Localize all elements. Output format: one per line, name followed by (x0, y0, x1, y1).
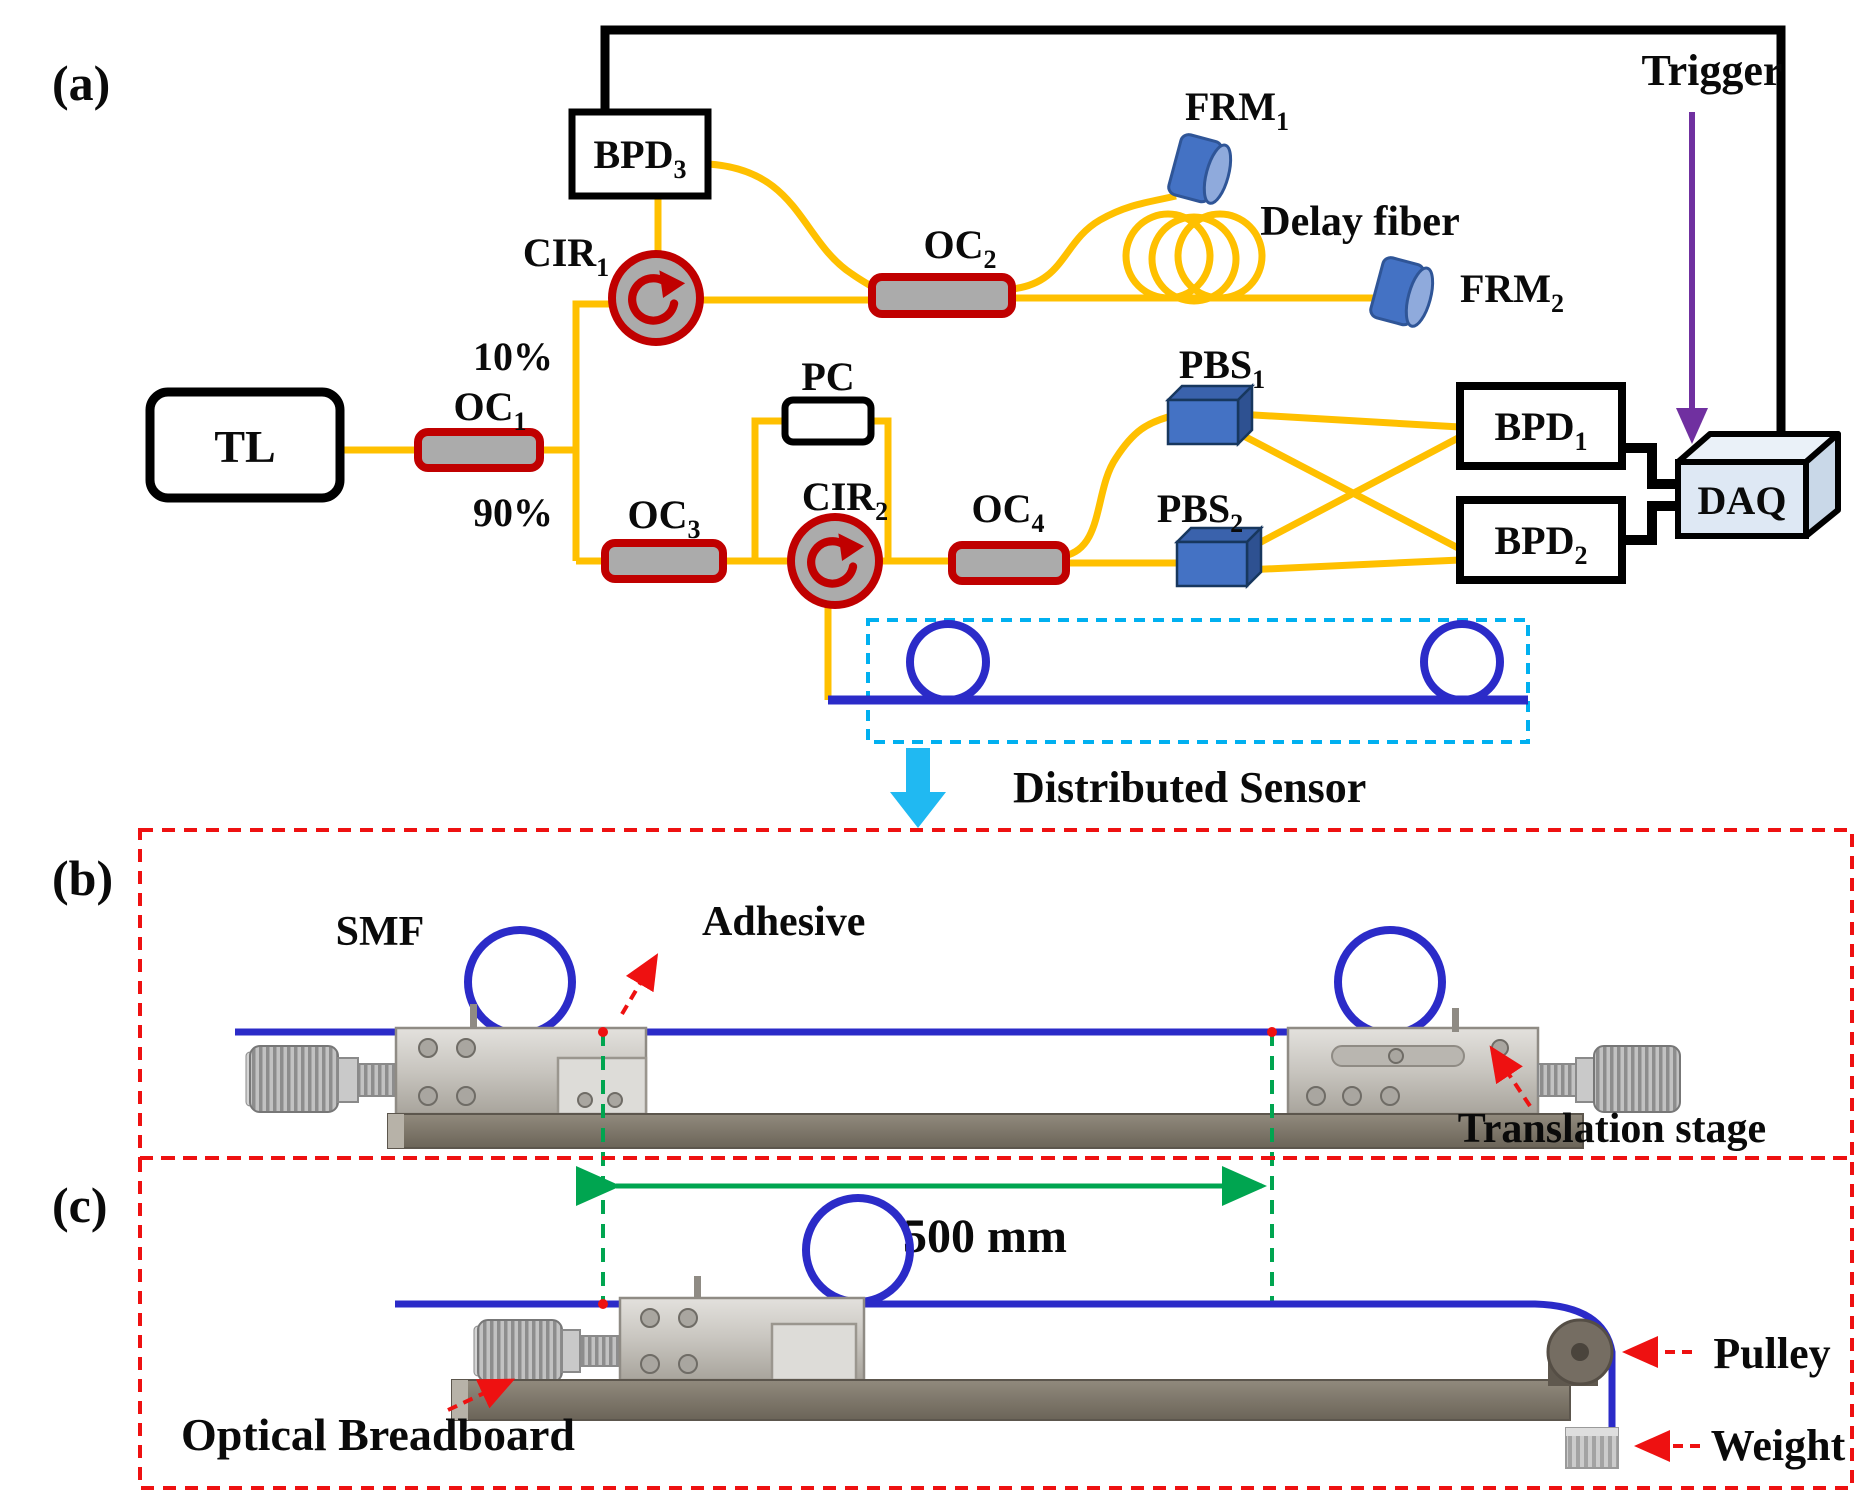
micrometer-knob-icon (249, 1045, 339, 1113)
fiber-pbs2-bpd1 (1240, 433, 1462, 556)
delay-fiber-loop-3 (1174, 210, 1266, 302)
translation-stage-label: Translation stage (1458, 1106, 1766, 1152)
oc1-label: OC1 (454, 384, 527, 436)
component-daq: DAQ (1675, 431, 1841, 539)
translation-stage-right (1286, 1008, 1681, 1116)
base-plate-b (387, 1113, 1584, 1149)
trigger-wire (600, 25, 1786, 434)
pulley (1546, 1318, 1614, 1386)
tl-label: TL (214, 421, 275, 472)
fiber-pbs1-bpd1 (1236, 410, 1461, 431)
panel-c: (c) 500 mm (52, 1156, 1854, 1490)
split-90-label: 90% (473, 490, 553, 535)
panel-c-dashed-box (138, 1156, 1854, 1490)
delay-fiber-label: Delay fiber (1260, 199, 1459, 245)
weight (1565, 1427, 1619, 1469)
breadboard-arrow (447, 1378, 516, 1412)
component-bpd1: BPD1 (1456, 382, 1626, 470)
sensor-dashed-box (866, 618, 1530, 744)
trigger-label: Trigger (1642, 46, 1783, 95)
fiber-pbs2-bpd2 (1244, 556, 1461, 574)
wire-bpd1-daq (1622, 443, 1680, 489)
sensor-fiber-loop-right (1420, 620, 1504, 704)
fiber-loop-b-left (464, 926, 576, 1038)
fiber-pc-left (751, 417, 785, 561)
arrow-down-icon (1676, 408, 1708, 444)
component-pc: PC (781, 354, 875, 446)
panel-c-label: (c) (52, 1177, 108, 1233)
sensor-fiber-loop-left (906, 620, 990, 704)
adhesive-label: Adhesive (702, 899, 865, 945)
panel-b-dashed-box (138, 828, 1854, 1160)
oc4-label: OC4 (972, 486, 1045, 538)
cir1-label: CIR1 (523, 230, 609, 282)
component-oc2: OC2 (868, 222, 1016, 318)
optical-breadboard-endcap (452, 1380, 468, 1420)
translation-stage-left (245, 1004, 648, 1116)
adhesive-arrow (620, 953, 659, 1016)
fiber-loop-b-right (1334, 926, 1446, 1038)
frm1-label: FRM1 (1185, 84, 1289, 136)
optical-breadboard-plate (451, 1379, 1571, 1421)
adhesive-dot-left (598, 1027, 608, 1037)
cir2-label: CIR2 (802, 474, 888, 526)
fiber-bpd3-oc2 (707, 160, 876, 291)
micrometer-knob-icon (1593, 1045, 1681, 1113)
component-oc3: OC3 (601, 492, 727, 583)
component-oc1: OC1 (414, 384, 544, 472)
pbs2-label: PBS2 (1157, 486, 1243, 538)
oc3-label: OC3 (628, 492, 701, 544)
translation-stage-arrow (1489, 1045, 1532, 1108)
panel-a-label: (a) (52, 55, 110, 111)
component-bpd3: BPD3 (568, 108, 712, 200)
micrometer-knob-icon (477, 1319, 563, 1383)
pulley-label: Pulley (1713, 1329, 1830, 1378)
cyan-arrow-down-icon (890, 748, 946, 828)
smf-label: SMF (336, 909, 425, 955)
bpd2-label: BPD2 (1495, 518, 1588, 570)
frm2-label: FRM2 (1460, 266, 1564, 318)
panel-a: (a) (52, 25, 1841, 828)
dimension-label-500mm: 500 mm (903, 1210, 1067, 1263)
frm2-cylinder-icon (1367, 254, 1440, 332)
fiber-loop-c (802, 1194, 914, 1306)
base-plate-b-endcap (388, 1114, 404, 1148)
daq-label: DAQ (1698, 478, 1787, 523)
component-pbs2: PBS2 (1157, 486, 1265, 590)
adhesive-dot-c (598, 1299, 608, 1309)
distributed-sensor-label: Distributed Sensor (1013, 763, 1366, 812)
adhesive-dot-right (1267, 1027, 1277, 1037)
fiber-oc2-frm1 (1011, 192, 1177, 293)
fiber-oc4-pbs1 (1063, 413, 1170, 560)
component-pbs1: PBS1 (1164, 342, 1265, 448)
weight-label: Weight (1711, 1421, 1846, 1470)
frm1-cylinder-icon (1165, 131, 1238, 209)
delay-fiber-loop-1 (1122, 210, 1214, 302)
trigger-arrow (1676, 112, 1708, 444)
translation-stage-c (473, 1276, 866, 1383)
oc2-label: OC2 (924, 222, 997, 274)
pc-label: PC (801, 354, 854, 399)
component-frm1: FRM1 (1165, 84, 1289, 209)
split-10-label: 10% (473, 334, 553, 379)
optical-breadboard-label: Optical Breadboard (181, 1409, 575, 1460)
distributed-sensor-region: Distributed Sensor (828, 618, 1530, 828)
component-bpd2: BPD2 (1456, 496, 1626, 584)
component-frm2: FRM2 (1367, 254, 1564, 332)
panel-b-label: (b) (52, 850, 113, 906)
component-cir2: CIR2 (787, 474, 888, 609)
bpd1-label: BPD1 (1495, 404, 1588, 456)
delay-fiber-loop-2 (1148, 213, 1240, 305)
panel-b: (b) SMF (52, 828, 1854, 1304)
fiber-pc-right (871, 417, 892, 563)
fiber-paths (340, 160, 1462, 700)
component-tl: TL (145, 387, 345, 503)
wire-bpd2-daq (1622, 501, 1680, 545)
fiber-junction-up (572, 300, 614, 561)
component-oc4: OC4 (948, 486, 1070, 585)
bpd3-label: BPD3 (594, 132, 687, 184)
component-cir1: CIR1 (523, 230, 704, 346)
pbs1-label: PBS1 (1179, 342, 1265, 394)
